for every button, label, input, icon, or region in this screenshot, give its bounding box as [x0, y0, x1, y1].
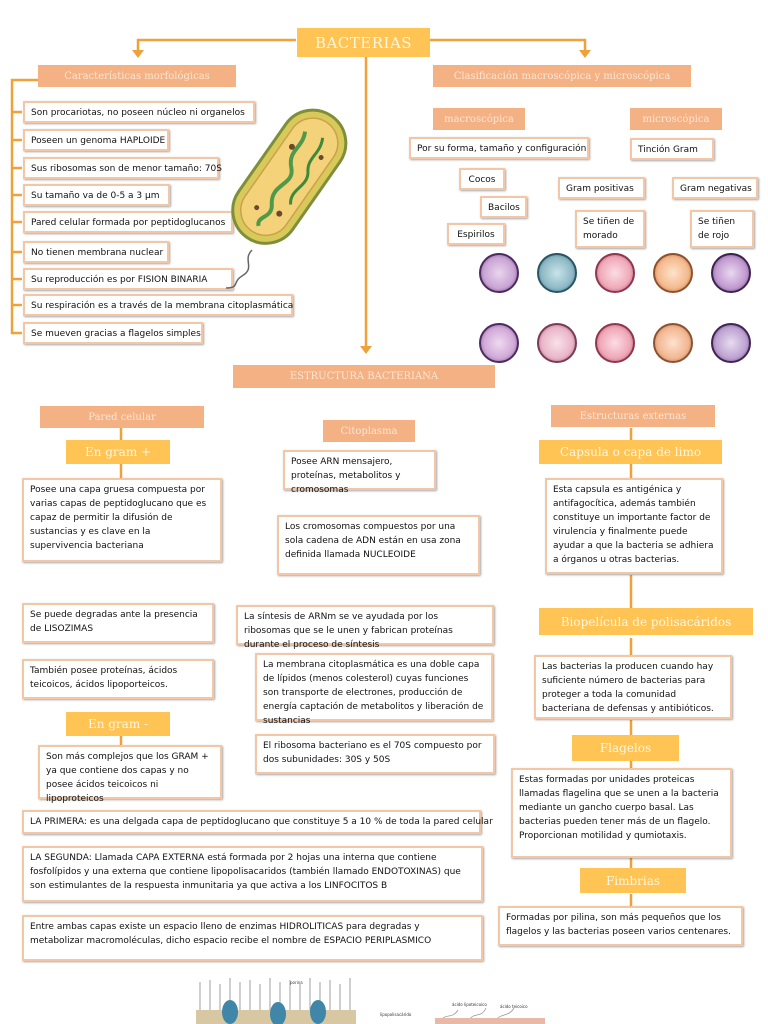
- micro-pos-color: Se tiñen de morado: [575, 210, 645, 248]
- pared-pos-2: Se puede degradas ante la presencia de L…: [22, 603, 214, 643]
- macro-bacilos: Bacilos: [480, 196, 527, 218]
- header-clasificacion: Clasificación macroscópica y microscópic…: [433, 65, 691, 87]
- pared-pos-1: Posee una capa gruesa compuesta por vari…: [22, 478, 222, 562]
- header-pared: Pared celular: [40, 406, 204, 428]
- citoplasma-1: Posee ARN mensajero, proteínas, metaboli…: [283, 450, 436, 495]
- header-microscopica: microscópica: [630, 108, 722, 130]
- macro-forma: Por su forma, tamaño y configuración: [409, 137, 589, 159]
- header-capsula: Capsula o capa de limo: [539, 440, 722, 464]
- morfo-item: Su reproducción es por FISION BINARIA: [23, 268, 233, 290]
- capsula-text: Esta capsula es antigénica y antifagocít…: [545, 478, 723, 574]
- page-title: BACTERIAS: [297, 28, 430, 57]
- gram-neg-micrograph: [653, 253, 693, 293]
- bacilos-micrograph: [537, 253, 577, 293]
- header-gram-neg: En gram -: [66, 712, 170, 736]
- header-fimbrias: Fimbrias: [580, 868, 686, 893]
- flagelos-text: Estas formadas por unidades proteicas ll…: [511, 768, 732, 858]
- biopelicula-text: Las bacterias la producen cuando hay suf…: [534, 655, 732, 719]
- gram-pos-micrograph: [595, 323, 635, 363]
- header-estructura: ESTRUCTURA BACTERIANA: [233, 365, 495, 388]
- header-morfologicas: Características morfológicas: [38, 65, 236, 87]
- morfo-item: Sus ribosomas son de menor tamaño: 70S: [23, 157, 222, 179]
- stain-micrograph: [711, 323, 751, 363]
- diagram-label: ácido lipoteicoico: [452, 1002, 487, 1007]
- morfo-item: Pared celular formada por peptidoglucano…: [23, 211, 233, 233]
- citoplasma-3: La síntesis de ARNm se ve ayudada por lo…: [236, 605, 494, 650]
- pared-neg-4: Entre ambas capas existe un espacio llen…: [22, 915, 483, 961]
- morfo-item: No tienen membrana nuclear: [23, 241, 169, 263]
- pared-pos-3: También posee proteínas, ácidos teicoico…: [22, 659, 214, 699]
- header-citoplasma: Citoplasma: [323, 420, 415, 442]
- cocos-micrograph: [479, 253, 519, 293]
- header-biopelicula: Biopelícula de polisacáridos: [539, 608, 753, 635]
- cell-wall-diagram: porina lipopolisacárido ácido lipoteicoi…: [196, 978, 545, 1024]
- macro-espirilos: Espirilos: [447, 223, 505, 245]
- morfo-item: Su respiración es a través de la membran…: [23, 294, 293, 316]
- micro-tincion: Tinción Gram: [630, 138, 714, 160]
- micro-pos: Gram positivas: [558, 177, 645, 199]
- header-flagelos: Flagelos: [572, 735, 679, 761]
- diagram-label: lipopolisacárido: [380, 1012, 412, 1017]
- citoplasma-5: El ribosoma bacteriano es el 70S compues…: [255, 734, 495, 774]
- espirilos-micrograph: [479, 323, 519, 363]
- gram-pos-micrograph: [595, 253, 635, 293]
- morfo-item: Su tamaño va de 0-5 a 3 µm: [23, 184, 170, 206]
- morfo-item: Poseen un genoma HAPLOIDE: [23, 129, 169, 151]
- macro-cocos: Cocos: [459, 168, 505, 190]
- micro-neg: Gram negativas: [672, 177, 758, 199]
- pared-neg-1: Son más complejos que los GRAM + ya que …: [38, 745, 222, 804]
- pared-neg-2: LA PRIMERA: es una delgada capa de pepti…: [22, 810, 493, 834]
- fimbrias-text: Formadas por pilina, son más pequeños qu…: [498, 906, 743, 946]
- morfo-item: Se mueven gracias a flagelos simples: [23, 322, 203, 344]
- gram-neg-micrograph: [653, 323, 693, 363]
- stain-micrograph: [711, 253, 751, 293]
- diagram-label: ácido teicoico: [500, 1004, 528, 1009]
- header-macroscopica: macroscópica: [433, 108, 525, 130]
- citoplasma-2: Los cromosomas compuestos por una sola c…: [277, 515, 480, 575]
- micro-neg-color: Se tiñen de rojo: [690, 210, 754, 248]
- bacterium-illustration: [225, 108, 348, 289]
- header-externas: Estructuras externas: [551, 405, 715, 427]
- bacilos-micrograph: [537, 323, 577, 363]
- morfo-item: Son procariotas, no poseen núcleo ni org…: [23, 101, 255, 123]
- citoplasma-4: La membrana citoplasmática es una doble …: [255, 653, 493, 726]
- pared-neg-3: LA SEGUNDA: Llamada CAPA EXTERNA está fo…: [22, 846, 483, 902]
- diagram-label: porina: [290, 980, 303, 985]
- header-gram-pos: En gram +: [66, 440, 170, 464]
